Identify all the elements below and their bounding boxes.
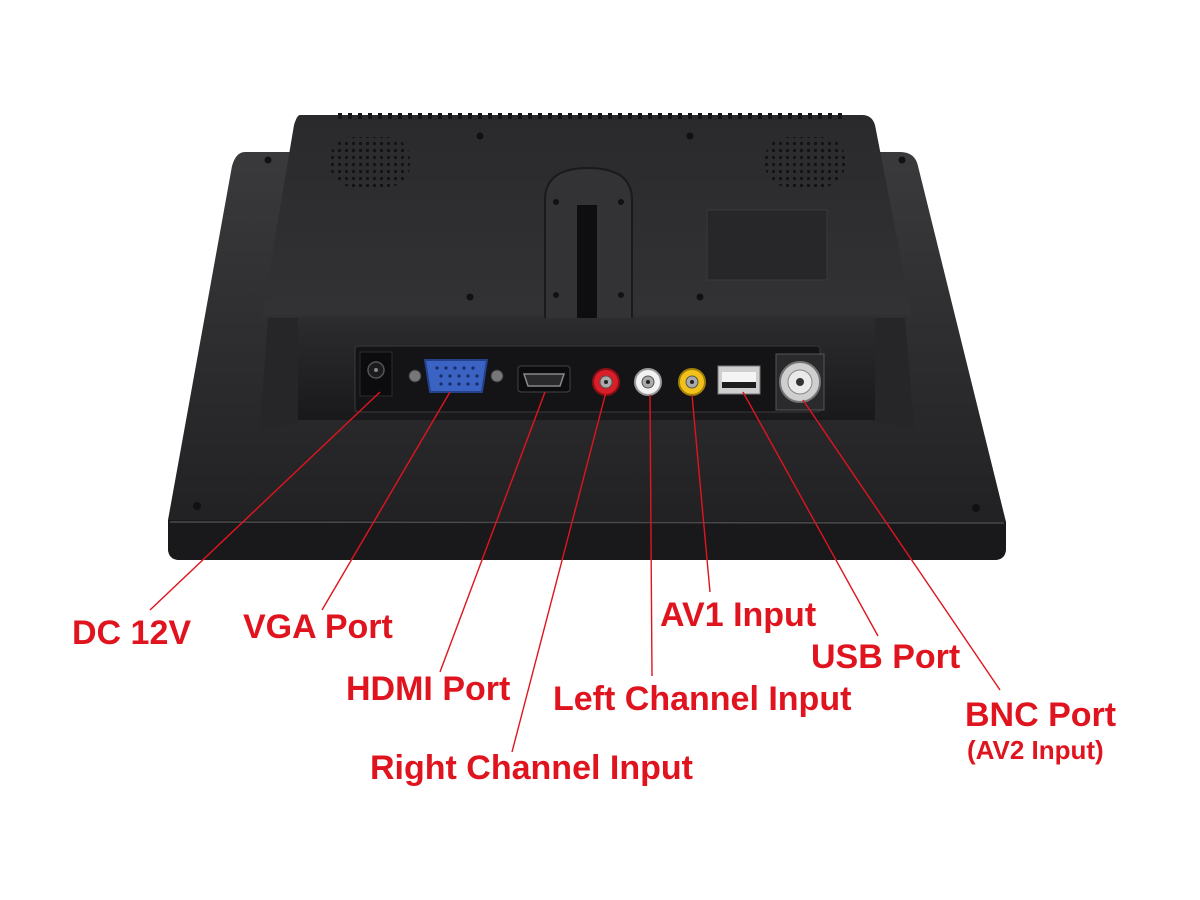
bnc-connector-icon [775,353,825,411]
leader-line-right [511,391,607,753]
label-av2-input: (AV2 Input) [967,735,1104,765]
label-left-channel-input: Left Channel Input [553,680,852,718]
right-foot [872,318,914,428]
label-usb-port: USB Port [811,638,961,676]
label-vga-port: VGA Port [243,608,393,646]
leader-line-dc [149,391,381,611]
speaker-grille-left [330,137,410,187]
leader-line-usb [742,391,879,637]
stand-bracket [544,166,633,340]
vga-connector-icon [408,359,504,393]
label-av1-input: AV1 Input [660,596,817,634]
leader-line-hdmi [439,391,546,673]
rca-left-icon [634,368,662,396]
hdmi-connector-icon [517,365,571,393]
label-plate [706,209,828,281]
label-bnc-port: BNC Port [965,696,1117,734]
leader-line-left [649,394,653,677]
leader-line-av1 [691,394,711,593]
speaker-grille-right [765,137,845,187]
leader-line-bnc [802,399,1001,691]
leader-line-vga [321,391,451,611]
label-right-channel-input: Right Channel Input [370,749,693,787]
leader-lines [149,391,1001,753]
dc-barrel-jack-icon [359,351,393,397]
rca-av1-icon [678,368,706,396]
usb-port-icon [717,365,761,395]
label-hdmi-port: HDMI Port [346,670,511,708]
left-foot [260,318,300,430]
rca-right-icon [592,368,620,396]
label-dc-12v: DC 12V [72,614,192,652]
